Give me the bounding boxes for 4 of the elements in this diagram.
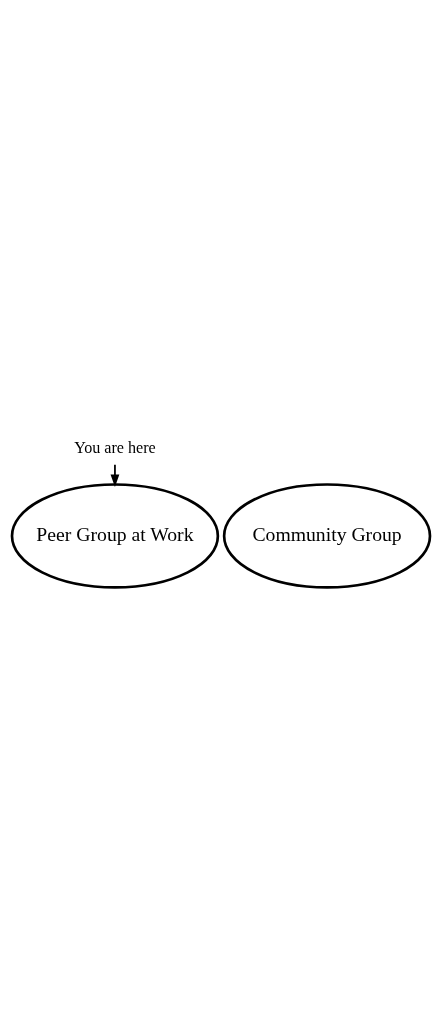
node-ellipse: Community Group xyxy=(222,483,432,589)
arrow xyxy=(110,463,120,488)
node-text: You are here xyxy=(74,438,156,456)
node-ellipse: Peer Group at Work xyxy=(10,483,220,589)
